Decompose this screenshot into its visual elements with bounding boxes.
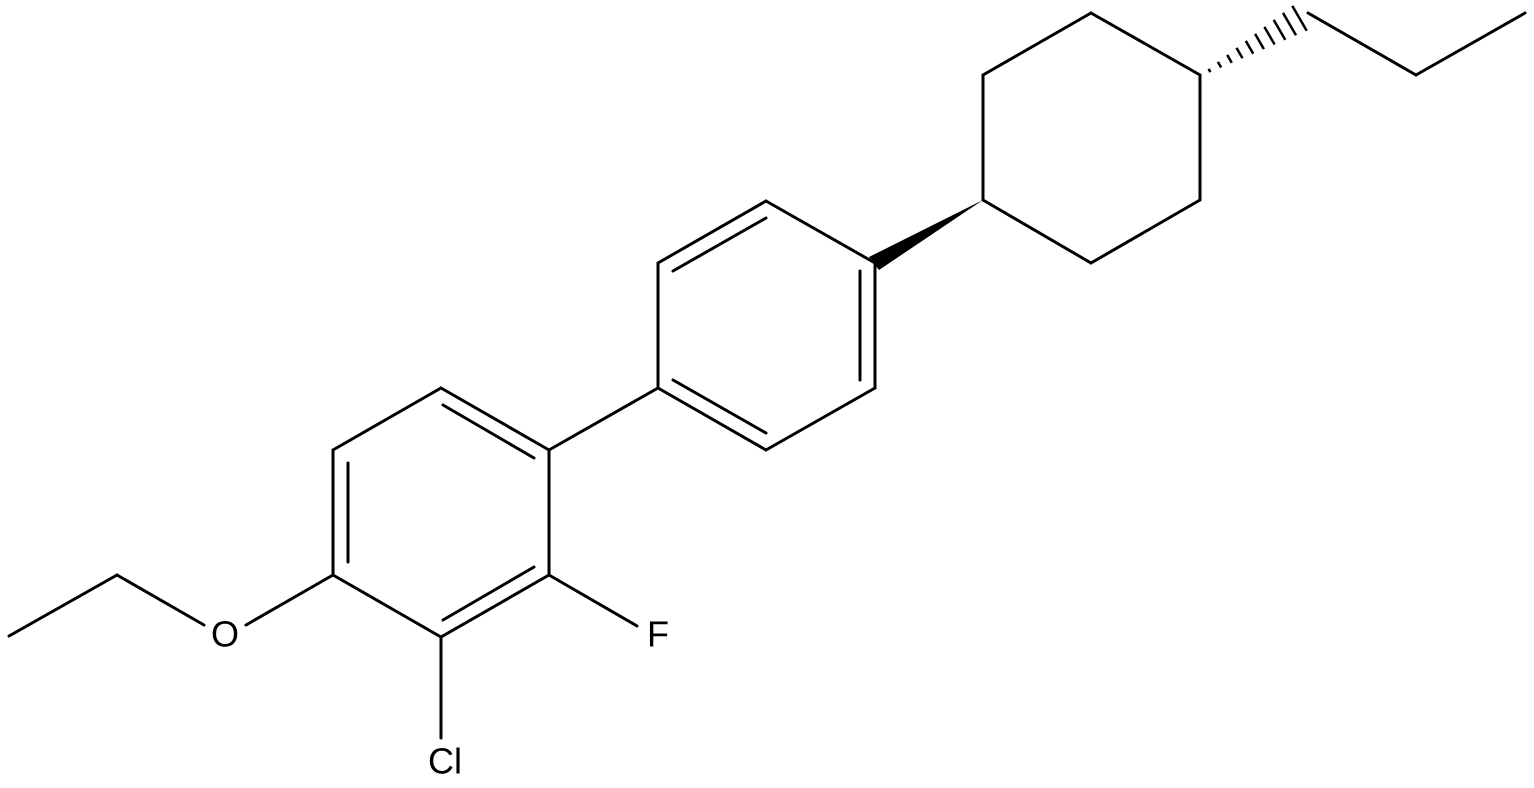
ring3-bond-2 <box>1089 198 1202 265</box>
ring1-bond-3-inner <box>441 403 536 460</box>
propyl-chain <box>1306 11 1527 77</box>
ring1-bond-6 <box>331 573 443 639</box>
hash-9 <box>1281 12 1298 36</box>
bond-o-ring <box>244 573 335 627</box>
ring3-bond-1 <box>981 198 1093 265</box>
ring1-bond-2 <box>331 386 443 452</box>
ring2-bond-6 <box>656 386 768 452</box>
atom-label-oxygen: O <box>211 614 239 655</box>
ring2-bond-5 <box>764 386 877 452</box>
atom-label-fluorine: F <box>647 614 669 655</box>
atom-label-chlorine: Cl <box>428 741 462 782</box>
hash-5 <box>1244 40 1255 55</box>
ethoxy-group <box>7 573 335 638</box>
ring2-bond-2 <box>656 199 768 265</box>
bond-c-f <box>547 573 639 628</box>
hashed-bond <box>1207 5 1308 73</box>
hash-2 <box>1216 61 1223 69</box>
hash-7 <box>1263 26 1276 46</box>
bond-biaryl <box>547 386 660 452</box>
ring1-bond-5-inner <box>441 565 536 622</box>
ring3-bond-5 <box>981 11 1093 77</box>
ring1-bond-5 <box>439 573 551 639</box>
hash-3 <box>1226 54 1233 64</box>
ring2-bond-2-inner <box>671 216 768 273</box>
ring2-bond-3 <box>764 199 877 265</box>
hash-4 <box>1235 47 1244 59</box>
hash-8 <box>1272 19 1287 41</box>
wedge-bond <box>869 200 983 270</box>
hash-1 <box>1207 68 1212 73</box>
bond-propyl-2 <box>1414 11 1527 77</box>
bond-ethyl-ch2-o <box>115 573 206 627</box>
hash-6 <box>1254 33 1265 50</box>
benzene-ring-upper <box>656 199 877 452</box>
bond-ethyl-ch3-ch2 <box>7 573 119 638</box>
bond-propyl-1 <box>1306 11 1418 77</box>
cyclohexane-ring <box>981 11 1202 265</box>
ring3-bond-4 <box>1089 11 1202 77</box>
ring1-bond-3 <box>439 386 551 452</box>
ring2-bond-6-inner <box>671 378 768 435</box>
hash-10 <box>1291 5 1308 32</box>
benzene-ring-lower <box>331 386 551 639</box>
